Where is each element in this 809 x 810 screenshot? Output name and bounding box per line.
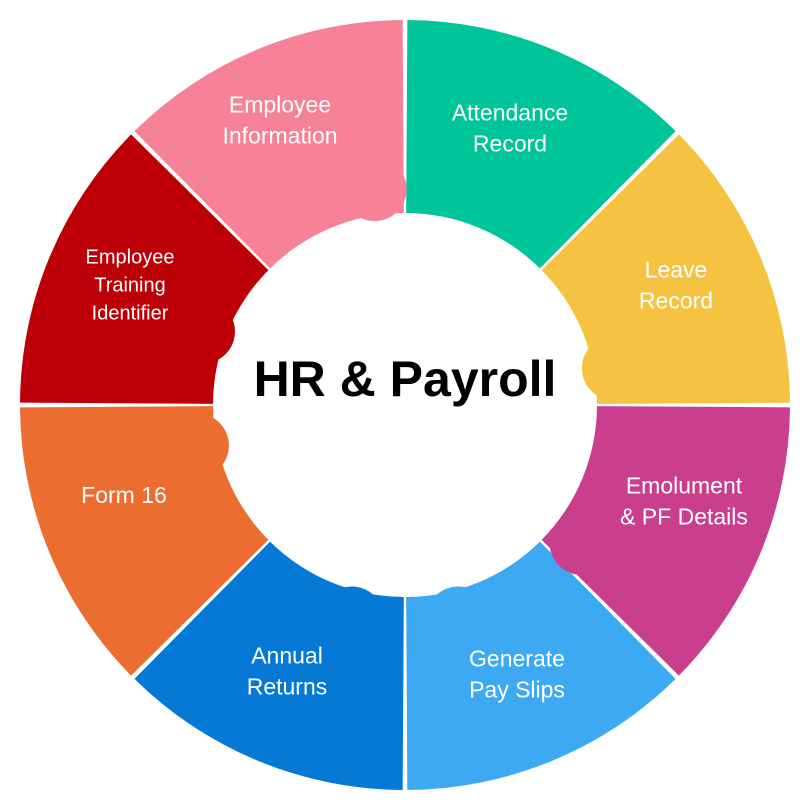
label-leave-record-line-1: Leave [645, 257, 708, 283]
segment-attendance-record [406, 20, 676, 269]
segment-labels: EmployeeInformationAttendanceRecordLeave… [81, 92, 748, 703]
label-employee-training-identifier-line-2: Training [94, 274, 166, 296]
wheel-segments [20, 20, 790, 790]
label-annual-returns-line-1: Annual [251, 643, 323, 669]
label-emolument-pf-details-line-2: & PF Details [620, 504, 748, 530]
label-attendance-record-line-1: Attendance [452, 100, 568, 126]
segment-leave-record [541, 134, 790, 404]
puzzle-tab-generate-pay-slips [426, 586, 491, 651]
puzzle-tab-annual-returns [319, 586, 384, 651]
center-disc [235, 235, 575, 575]
puzzle-tab-employee-training-identifier [170, 299, 235, 364]
label-form-16-line-1: Form 16 [81, 482, 167, 508]
segment-emolument-pf-details [541, 406, 790, 676]
label-leave-record-line-2: Record [639, 288, 713, 314]
label-employee-information-line-1: Employee [229, 92, 331, 118]
label-employee-training-identifier-line-3: Identifier [92, 302, 169, 324]
label-generate-pay-slips-line-1: Generate [469, 646, 565, 672]
label-attendance-record-line-2: Record [473, 131, 547, 157]
puzzle-tab-emolument-pf-details [549, 510, 614, 575]
puzzle-tab-employee-information [342, 157, 407, 222]
label-emolument-pf-details-line-1: Emolument [626, 473, 743, 499]
puzzle-tab-attendance-record [485, 179, 549, 244]
center-title: HR & Payroll [254, 351, 557, 407]
label-generate-pay-slips-line-2: Pay Slips [469, 677, 565, 703]
puzzle-tab-leave-record [581, 336, 646, 401]
label-employee-training-identifier-line-1: Employee [86, 246, 175, 268]
label-employee-information-line-2: Information [222, 123, 337, 149]
puzzle-tab-form-16 [164, 413, 229, 478]
puzzle-tabs [164, 157, 646, 651]
segment-employee-information [134, 20, 404, 269]
label-annual-returns-line-2: Returns [247, 674, 328, 700]
